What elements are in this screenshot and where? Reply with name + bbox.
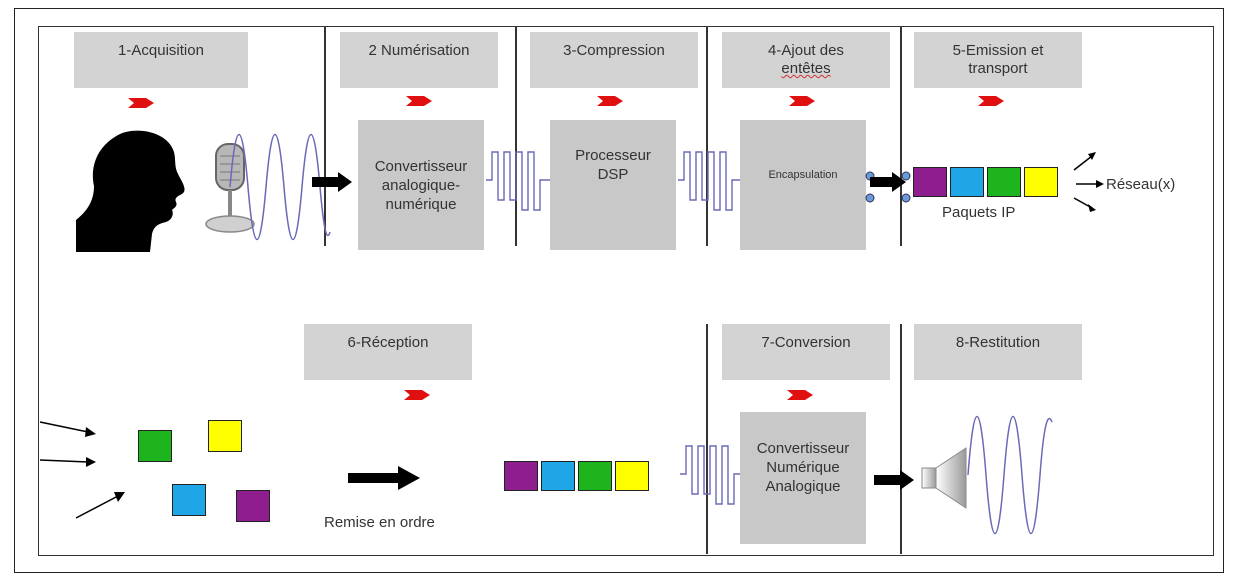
step-acquisition-label: 1-Acquisition: [74, 32, 248, 88]
separator-5: [706, 324, 708, 554]
packet-cyan: [950, 167, 984, 197]
remise-en-ordre-label: Remise en ordre: [324, 514, 435, 531]
step-conversion-label: 7-Conversion: [722, 324, 890, 380]
scattered-packet-purple: [236, 490, 270, 522]
red-arrow-2: [406, 96, 432, 106]
red-arrow-6: [404, 390, 430, 400]
dac-line1: Convertisseur: [756, 439, 850, 457]
step-restitution-label: 8-Restitution: [914, 324, 1082, 380]
adc-line2: analogique-: [381, 176, 461, 194]
step-emission-line2: transport: [968, 60, 1028, 77]
ordered-packet-purple: [504, 461, 538, 491]
red-arrow-1: [128, 98, 154, 108]
speaker-icon: [921, 447, 967, 509]
dac-converter-box: Convertisseur Numérique Analogique: [740, 412, 866, 544]
step-conversion-text: 7-Conversion: [761, 334, 851, 351]
dsp-processor-box: Processeur DSP: [550, 120, 676, 250]
red-arrow-3: [597, 96, 623, 106]
separator-2: [515, 26, 517, 246]
separator-3: [706, 26, 708, 246]
step-acquisition-text: 1-Acquisition: [118, 42, 204, 59]
red-arrow-4: [789, 96, 815, 106]
person-silhouette-icon: [76, 130, 185, 252]
step-emission-label: 5-Emission et transport: [914, 32, 1082, 88]
step-ajout-entetes-label: 4-Ajout des entêtes: [722, 32, 890, 88]
dsp-line1: Processeur: [575, 147, 651, 164]
ordered-packet-yellow: [615, 461, 649, 491]
packet-purple: [913, 167, 947, 197]
digital-wave-3: [680, 445, 742, 505]
diagram-frame: [38, 26, 1214, 556]
encap-text: Encapsulation: [768, 168, 838, 181]
analog-wave-acquisition: [229, 134, 331, 240]
encapsulation-box: Encapsulation: [740, 120, 866, 250]
step-compression-text: 3-Compression: [563, 42, 665, 59]
step-numerisation-label: 2 Numérisation: [340, 32, 498, 88]
digital-wave-2: [678, 151, 740, 211]
scattered-packet-green: [138, 430, 172, 462]
step-reception-text: 6-Réception: [347, 334, 429, 351]
adc-converter-box: Convertisseur analogique- numérique: [358, 120, 484, 250]
dac-line2: Numérique: [766, 458, 840, 476]
step-ajout-entetes-line1: 4-Ajout des: [768, 42, 844, 59]
scattered-packet-cyan: [172, 484, 206, 516]
separator-1: [324, 26, 326, 246]
separator-4: [900, 26, 902, 246]
microphone-icon: [205, 143, 255, 233]
separator-6: [900, 324, 902, 554]
adc-line1: Convertisseur: [374, 157, 468, 175]
step-emission-line1: 5-Emission et: [952, 42, 1044, 59]
dac-line3: Analogique: [765, 477, 841, 495]
black-arrow-reorder: [348, 466, 420, 490]
paquets-ip-label: Paquets IP: [942, 204, 1016, 221]
red-arrow-7: [787, 390, 813, 400]
step-reception-label: 6-Réception: [304, 324, 472, 380]
reseau-label: Réseau(x): [1106, 176, 1176, 193]
black-arrow-to-adc: [312, 172, 352, 192]
outer-frame: [14, 8, 1224, 573]
step-ajout-entetes-line2: entêtes: [781, 60, 831, 77]
analog-wave-restitution: [967, 416, 1053, 534]
incoming-arrows-icon: [39, 421, 125, 519]
step-compression-label: 3-Compression: [530, 32, 698, 88]
ordered-packet-cyan: [541, 461, 575, 491]
adc-line3: numérique: [385, 195, 457, 213]
black-arrow-to-speaker: [874, 470, 914, 490]
red-arrow-5: [978, 96, 1004, 106]
digital-wave-1: [486, 151, 550, 211]
dsp-line2: DSP: [597, 166, 629, 183]
network-arrows-icon: [1073, 152, 1104, 212]
ordered-packet-green: [578, 461, 612, 491]
packet-green: [987, 167, 1021, 197]
black-arrow-to-packets: [870, 172, 906, 192]
scattered-packet-yellow: [208, 420, 242, 452]
step-restitution-text: 8-Restitution: [955, 334, 1041, 351]
step-numerisation-text: 2 Numérisation: [368, 42, 470, 59]
packet-yellow: [1024, 167, 1058, 197]
